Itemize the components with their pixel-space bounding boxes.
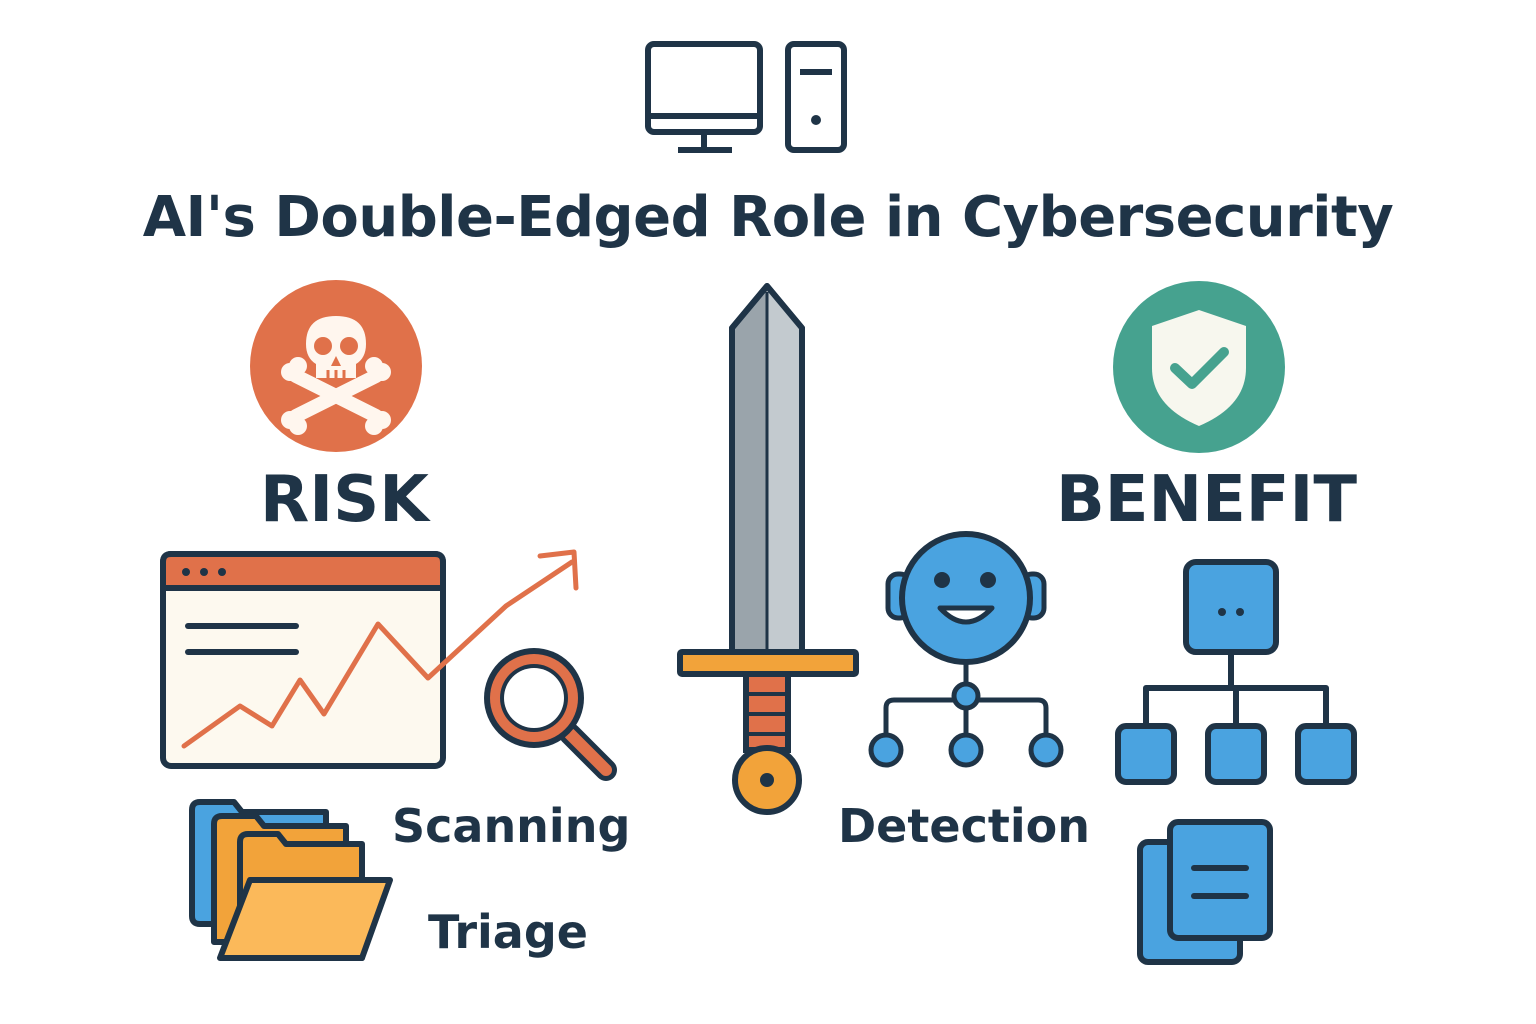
triage-label: Triage bbox=[428, 905, 588, 959]
shield-check-icon bbox=[1112, 280, 1286, 454]
browser-window-icon bbox=[160, 548, 580, 770]
benefit-label: BENEFIT bbox=[1056, 463, 1357, 537]
folder-stack-icon bbox=[186, 796, 396, 964]
magnifying-glass-icon bbox=[474, 636, 624, 784]
detection-label: Detection bbox=[838, 799, 1090, 853]
hierarchy-icon bbox=[1114, 558, 1360, 788]
skull-crossbones-icon bbox=[248, 278, 424, 454]
documents-icon bbox=[1136, 818, 1276, 966]
page-title: AI's Double-Edged Role in Cybersecurity bbox=[142, 185, 1394, 250]
risk-label: RISK bbox=[260, 463, 429, 537]
computer-icon bbox=[640, 40, 860, 160]
scanning-label: Scanning bbox=[392, 799, 631, 853]
robot-network-icon bbox=[862, 524, 1072, 774]
sword-icon bbox=[672, 282, 862, 822]
